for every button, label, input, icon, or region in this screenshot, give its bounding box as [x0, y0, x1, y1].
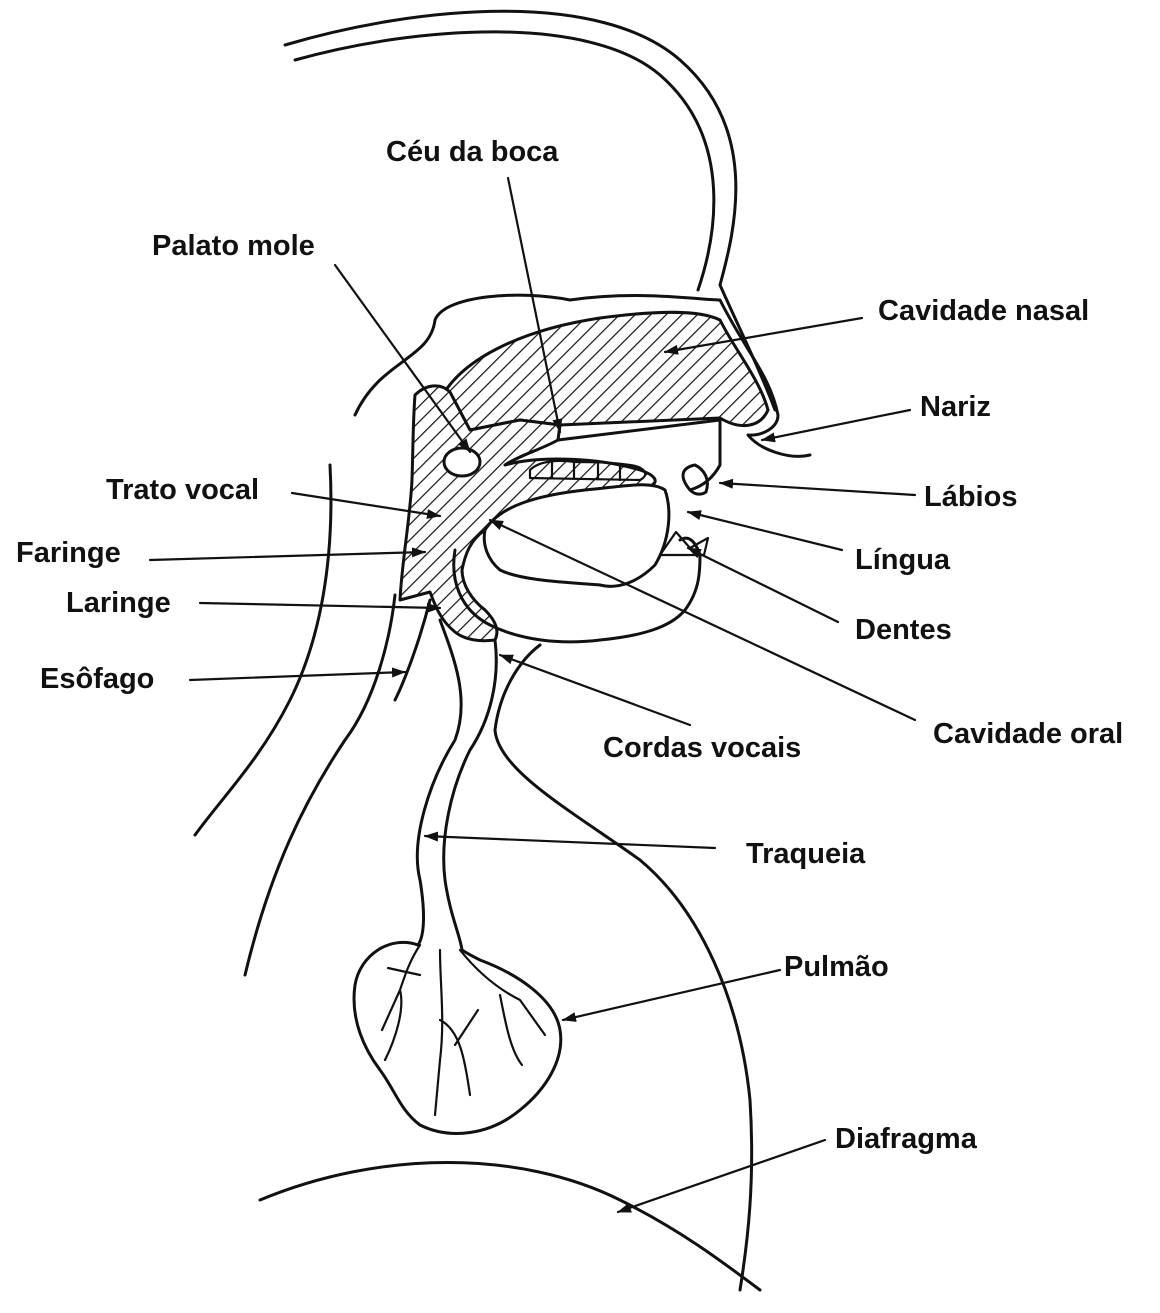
- label-nariz: Nariz: [920, 393, 991, 422]
- leader-diafragma: [618, 1140, 825, 1212]
- leader-cavidade-oral: [490, 520, 915, 720]
- label-diafragma: Diafragma: [835, 1125, 977, 1154]
- upper-lip: [683, 465, 707, 494]
- leader-labios: [720, 483, 915, 495]
- nasal-cavity-shape: [440, 312, 768, 430]
- bronchial-tree: [382, 945, 545, 1115]
- esophagus-line: [395, 600, 430, 700]
- label-palato-mole: Palato mole: [152, 232, 315, 261]
- label-esofago: Esôfago: [40, 665, 154, 694]
- label-labios: Lábios: [924, 483, 1017, 512]
- leader-lingua: [688, 512, 842, 550]
- label-pulmao: Pulmão: [784, 953, 889, 982]
- leader-faringe: [150, 552, 425, 560]
- leader-esofago: [190, 672, 405, 680]
- trachea-left: [417, 620, 461, 945]
- leader-pulmao: [563, 970, 780, 1020]
- diaphragm-curve: [260, 1163, 760, 1291]
- label-cavidade-nasal: Cavidade nasal: [878, 297, 1089, 326]
- leader-dentes: [688, 548, 838, 622]
- spine-line: [245, 595, 395, 975]
- label-cavidade-oral: Cavidade oral: [933, 720, 1123, 749]
- soft-palate-shape: [444, 448, 480, 476]
- label-traqueia: Traqueia: [746, 840, 865, 869]
- leader-traqueia: [425, 836, 715, 848]
- label-laringe: Laringe: [66, 589, 171, 618]
- leader-nariz: [762, 410, 910, 440]
- label-cordas-vocais: Cordas vocais: [603, 734, 801, 763]
- neck-back-outline: [195, 465, 331, 835]
- label-lingua: Língua: [855, 546, 950, 575]
- label-dentes: Dentes: [855, 616, 952, 645]
- label-faringe: Faringe: [16, 539, 121, 568]
- label-ceu-da-boca: Céu da boca: [386, 138, 558, 167]
- leader-palato-mole: [335, 265, 470, 452]
- label-trato-vocal: Trato vocal: [106, 476, 259, 505]
- trachea-right: [444, 640, 497, 950]
- leader-cordas-vocais: [500, 655, 690, 725]
